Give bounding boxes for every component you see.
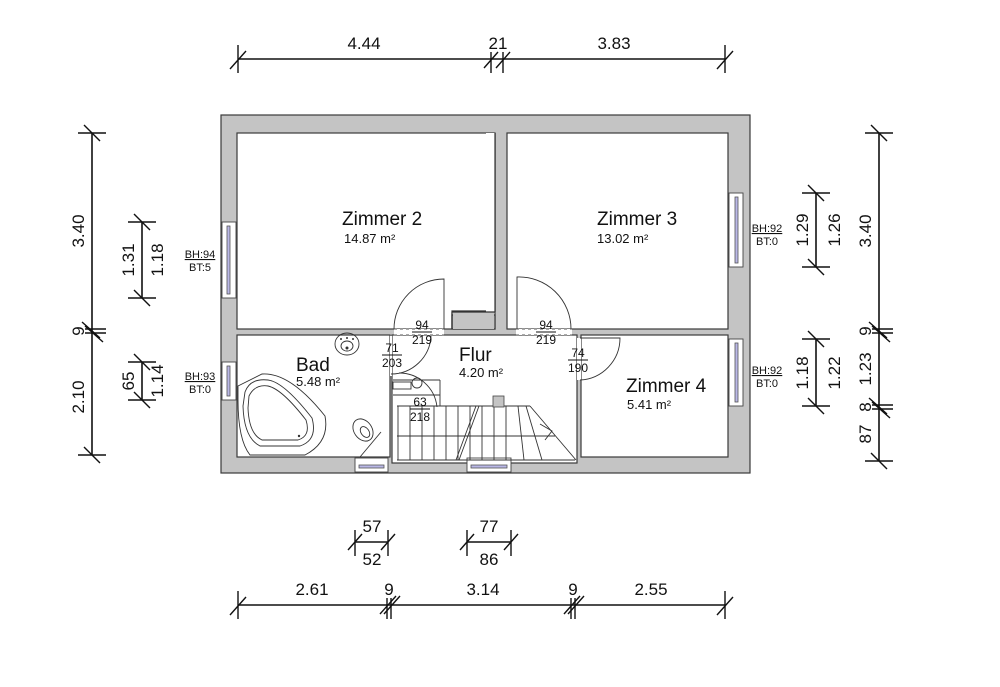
chimney — [492, 395, 505, 408]
bottom-opening-1-top: 57 — [363, 517, 382, 536]
bottom-opening-2-bottom: 86 — [480, 550, 499, 569]
door-swing-zimmer-3 — [516, 276, 572, 330]
bottom-opening-1-bottom: 52 — [363, 550, 382, 569]
top-dim-1: 4.44 — [347, 34, 380, 53]
window-2-bh: BH:93 — [185, 371, 216, 383]
room-labels: Zimmer 2 14.87 m² Zimmer 3 13.02 m² Bad … — [296, 209, 707, 412]
room-name-zimmer-3: Zimmer 3 — [597, 209, 677, 230]
windows — [221, 192, 744, 473]
bathroom-fixtures — [237, 332, 382, 458]
right-dimension-chain: 3.40 9 1.23 8 87 1.29 1.26 1.18 1.22 — [793, 124, 893, 470]
right-inner-dim-1a: 1.29 — [793, 213, 812, 246]
right-dim-2: 9 — [856, 326, 875, 335]
window-3-bt: BT:0 — [756, 236, 778, 248]
left-dim-1: 3.40 — [69, 214, 88, 247]
left-dim-2: 9 — [69, 326, 88, 335]
bottom-dim-3: 3.14 — [466, 580, 499, 599]
top-dim-3: 3.83 — [597, 34, 630, 53]
window-2-bt: BT:0 — [189, 384, 211, 396]
door-2-width: 94 — [539, 318, 553, 332]
room-zimmer-2 — [236, 132, 496, 330]
top-dimension-chain: 4.44 21 3.83 — [229, 34, 734, 73]
door-5-width: 63 — [413, 395, 427, 409]
staircase — [392, 377, 577, 461]
bottom-dimension-chain: 2.61 9 3.14 9 2.55 57 52 77 86 — [229, 517, 734, 619]
window-4-bh: BH:92 — [752, 365, 783, 377]
top-dim-2: 21 — [489, 34, 508, 53]
door-3-height: 203 — [382, 356, 402, 370]
left-inner-dim-2b: 1.14 — [148, 364, 167, 397]
room-zimmer-3 — [506, 132, 729, 330]
right-dim-1: 3.40 — [856, 214, 875, 247]
building — [220, 114, 751, 474]
door-swing-bad — [390, 335, 432, 375]
door-5-height: 218 — [410, 410, 430, 424]
bottom-dim-2: 9 — [384, 580, 393, 599]
bottom-dim-5: 2.55 — [634, 580, 667, 599]
bottom-dim-1: 2.61 — [295, 580, 328, 599]
right-dim-4: 8 — [856, 402, 875, 411]
door-swing-zimmer-2 — [393, 278, 445, 330]
right-inner-dim-2b: 1.22 — [825, 356, 844, 389]
window-4-bt: BT:0 — [756, 378, 778, 390]
door-labels: 94 219 94 219 71 203 74 190 63 218 — [382, 318, 588, 424]
room-area-flur: 4.20 m² — [459, 365, 504, 380]
room-name-bad: Bad — [296, 355, 330, 376]
room-name-flur: Flur — [459, 345, 492, 366]
room-area-zimmer-4: 5.41 m² — [627, 397, 672, 412]
door-2-height: 219 — [536, 333, 556, 347]
room-name-zimmer-2: Zimmer 2 — [342, 209, 422, 230]
right-inner-dim-2a: 1.18 — [793, 356, 812, 389]
door-swing-zimmer-4 — [579, 337, 621, 381]
bottom-dim-4: 9 — [568, 580, 577, 599]
room-area-zimmer-3: 13.02 m² — [597, 231, 649, 246]
door-4-width: 74 — [571, 346, 585, 360]
room-area-zimmer-2: 14.87 m² — [344, 231, 396, 246]
room-flur — [391, 334, 578, 464]
sink — [334, 332, 360, 356]
right-dim-5: 87 — [856, 425, 875, 444]
left-dimension-chain: 3.40 9 2.10 1.31 1.18 65 1.14 — [69, 124, 167, 464]
room-name-zimmer-4: Zimmer 4 — [626, 376, 707, 397]
door-1-height: 219 — [412, 333, 432, 347]
door-1-width: 94 — [415, 318, 429, 332]
window-3-bh: BH:92 — [752, 223, 783, 235]
window-1-bt: BT:5 — [189, 262, 211, 274]
window-1-bh: BH:94 — [185, 249, 216, 261]
right-dim-3: 1.23 — [856, 352, 875, 385]
door-swing-flur — [398, 372, 438, 408]
stair-direction-arrow — [539, 423, 553, 441]
window-labels: BH:94 BT:5 BH:93 BT:0 BH:92 BT:0 BH:92 B… — [185, 223, 783, 396]
left-inner-dim-1b: 1.18 — [148, 243, 167, 276]
door-4-height: 190 — [568, 361, 588, 375]
bottom-opening-2-top: 77 — [480, 517, 499, 536]
right-inner-dim-1b: 1.26 — [825, 213, 844, 246]
room-zimmer-4 — [580, 334, 729, 458]
door-3-width: 71 — [385, 341, 399, 355]
toilet — [352, 418, 382, 458]
room-area-bad: 5.48 m² — [296, 374, 341, 389]
left-inner-dim-1a: 1.31 — [119, 243, 138, 276]
bathtub — [237, 373, 327, 456]
left-inner-dim-2a: 65 — [119, 372, 138, 391]
left-dim-3: 2.10 — [69, 380, 88, 413]
